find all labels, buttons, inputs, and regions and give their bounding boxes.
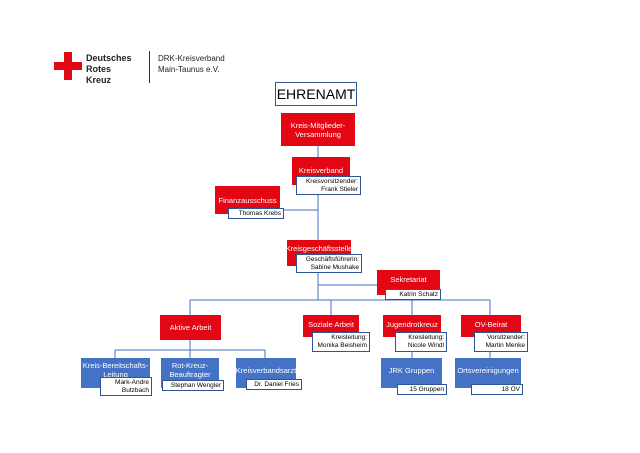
note-sekretariat: Katrin Schatz bbox=[385, 289, 441, 300]
node-bereitschaft-line-2: Leitung bbox=[103, 370, 128, 379]
note-kreisverband-line-1: Kreisvorsitzender: bbox=[305, 178, 358, 185]
note-jugend: Kreisleitung: Nicole Windl bbox=[395, 332, 447, 352]
node-jrk-label: JRK Gruppen bbox=[388, 366, 435, 375]
note-ov: 18 OV bbox=[471, 384, 523, 395]
node-versammlung: Kreis-Mitglieder- Versammlung bbox=[281, 113, 355, 146]
node-aktiv: Aktive Arbeit bbox=[160, 315, 221, 340]
note-ovbeirat: Vorsitzender: Martin Menke bbox=[474, 332, 528, 352]
note-sozial-line-1: Kreisleitung: bbox=[331, 334, 367, 341]
note-ovbeirat-line-1: Vorsitzender: bbox=[487, 334, 525, 341]
logo-line-2: Rotes bbox=[86, 64, 112, 74]
logo-divider bbox=[149, 51, 150, 83]
node-beauftragter-line-2: Beauftragter bbox=[169, 370, 211, 379]
node-bereitschaft-line-1: Kreis-Bereitschafts- bbox=[82, 361, 149, 370]
node-ovbeirat-label: OV-Beirat bbox=[474, 320, 508, 329]
org-name: DRK-Kreisverband Main-Taunus e.V. bbox=[158, 53, 225, 75]
note-beauftragter: Stephan Wengler bbox=[162, 380, 224, 391]
note-jrk-line-1: 15 Gruppen bbox=[409, 386, 444, 393]
note-kreisverband: Kreisvorsitzender: Frank Stieler bbox=[296, 176, 361, 195]
org-line-2: Main-Taunus e.V. bbox=[158, 65, 220, 74]
note-jugend-line-2: Nicole Windl bbox=[407, 342, 444, 349]
note-sozial-line-2: Monika Beisheim bbox=[317, 342, 368, 349]
note-beauftragter-line-1: Stephan Wengler bbox=[170, 382, 221, 389]
node-sozial-label: Soziale Arbeit bbox=[308, 320, 354, 329]
note-arzt: Dr. Daniel Fries bbox=[246, 379, 302, 390]
org-line-1: DRK-Kreisverband bbox=[158, 54, 225, 63]
node-jugend-label: Jugendrotkreuz bbox=[386, 320, 438, 329]
page-title: EHRENAMT bbox=[275, 82, 357, 106]
node-arzt-label: Kreisverbandsarzt bbox=[235, 366, 297, 375]
red-cross-logo-horizontal bbox=[54, 62, 82, 70]
node-sozial: Soziale Arbeit bbox=[303, 315, 359, 337]
note-sekretariat-line-1: Katrin Schatz bbox=[399, 291, 438, 298]
note-geschaeft-line-1: Geschäftsführerin: bbox=[305, 256, 359, 263]
note-kreisverband-line-2: Frank Stieler bbox=[321, 186, 358, 193]
node-finanz-label: Finanzausschuss bbox=[218, 195, 277, 205]
note-bereitschaft-line-2: Butzbach bbox=[121, 387, 149, 394]
node-versammlung-line-1: Kreis-Mitglieder- bbox=[290, 120, 346, 130]
logo-line-3: Kreuz bbox=[86, 75, 112, 85]
node-geschaeft-label: Kreisgeschäftsstelle bbox=[285, 244, 353, 253]
note-geschaeft: Geschäftsführerin: Sabine Mushake bbox=[296, 254, 362, 273]
note-bereitschaft: Mark-Andre Butzbach bbox=[100, 377, 152, 396]
node-aktiv-label: Aktive Arbeit bbox=[169, 323, 212, 332]
logo-wordmark: Deutsches Rotes Kreuz bbox=[86, 53, 132, 86]
note-bereitschaft-line-1: Mark-Andre bbox=[115, 379, 149, 386]
note-geschaeft-line-2: Sabine Mushake bbox=[310, 264, 359, 271]
logo-line-1: Deutsches bbox=[86, 53, 132, 63]
note-arzt-line-1: Dr. Daniel Fries bbox=[254, 381, 299, 388]
note-jrk: 15 Gruppen bbox=[397, 384, 447, 395]
note-finanz: Thomas Krebs bbox=[228, 208, 284, 219]
node-versammlung-line-2: Versammlung bbox=[295, 129, 341, 139]
note-ovbeirat-line-2: Martin Menke bbox=[485, 342, 525, 349]
node-ov-label: Ortsvereinigungen bbox=[457, 366, 519, 375]
note-finanz-line-1: Thomas Krebs bbox=[238, 210, 281, 217]
node-kreisverband-label: Kreisverband bbox=[298, 166, 344, 175]
node-ov: Ortsvereinigungen bbox=[455, 358, 521, 388]
node-sekretariat-label: Sekretariat bbox=[390, 275, 427, 284]
node-jrk: JRK Gruppen bbox=[381, 358, 442, 388]
node-beauftragter-line-1: Rot-Kreuz- bbox=[171, 361, 209, 370]
note-ov-line-1: 18 OV bbox=[501, 386, 520, 393]
node-ovbeirat: OV-Beirat bbox=[461, 315, 521, 337]
note-sozial: Kreisleitung: Monika Beisheim bbox=[312, 332, 370, 352]
note-jugend-line-1: Kreisleitung: bbox=[408, 334, 444, 341]
node-jugend: Jugendrotkreuz bbox=[383, 315, 441, 337]
